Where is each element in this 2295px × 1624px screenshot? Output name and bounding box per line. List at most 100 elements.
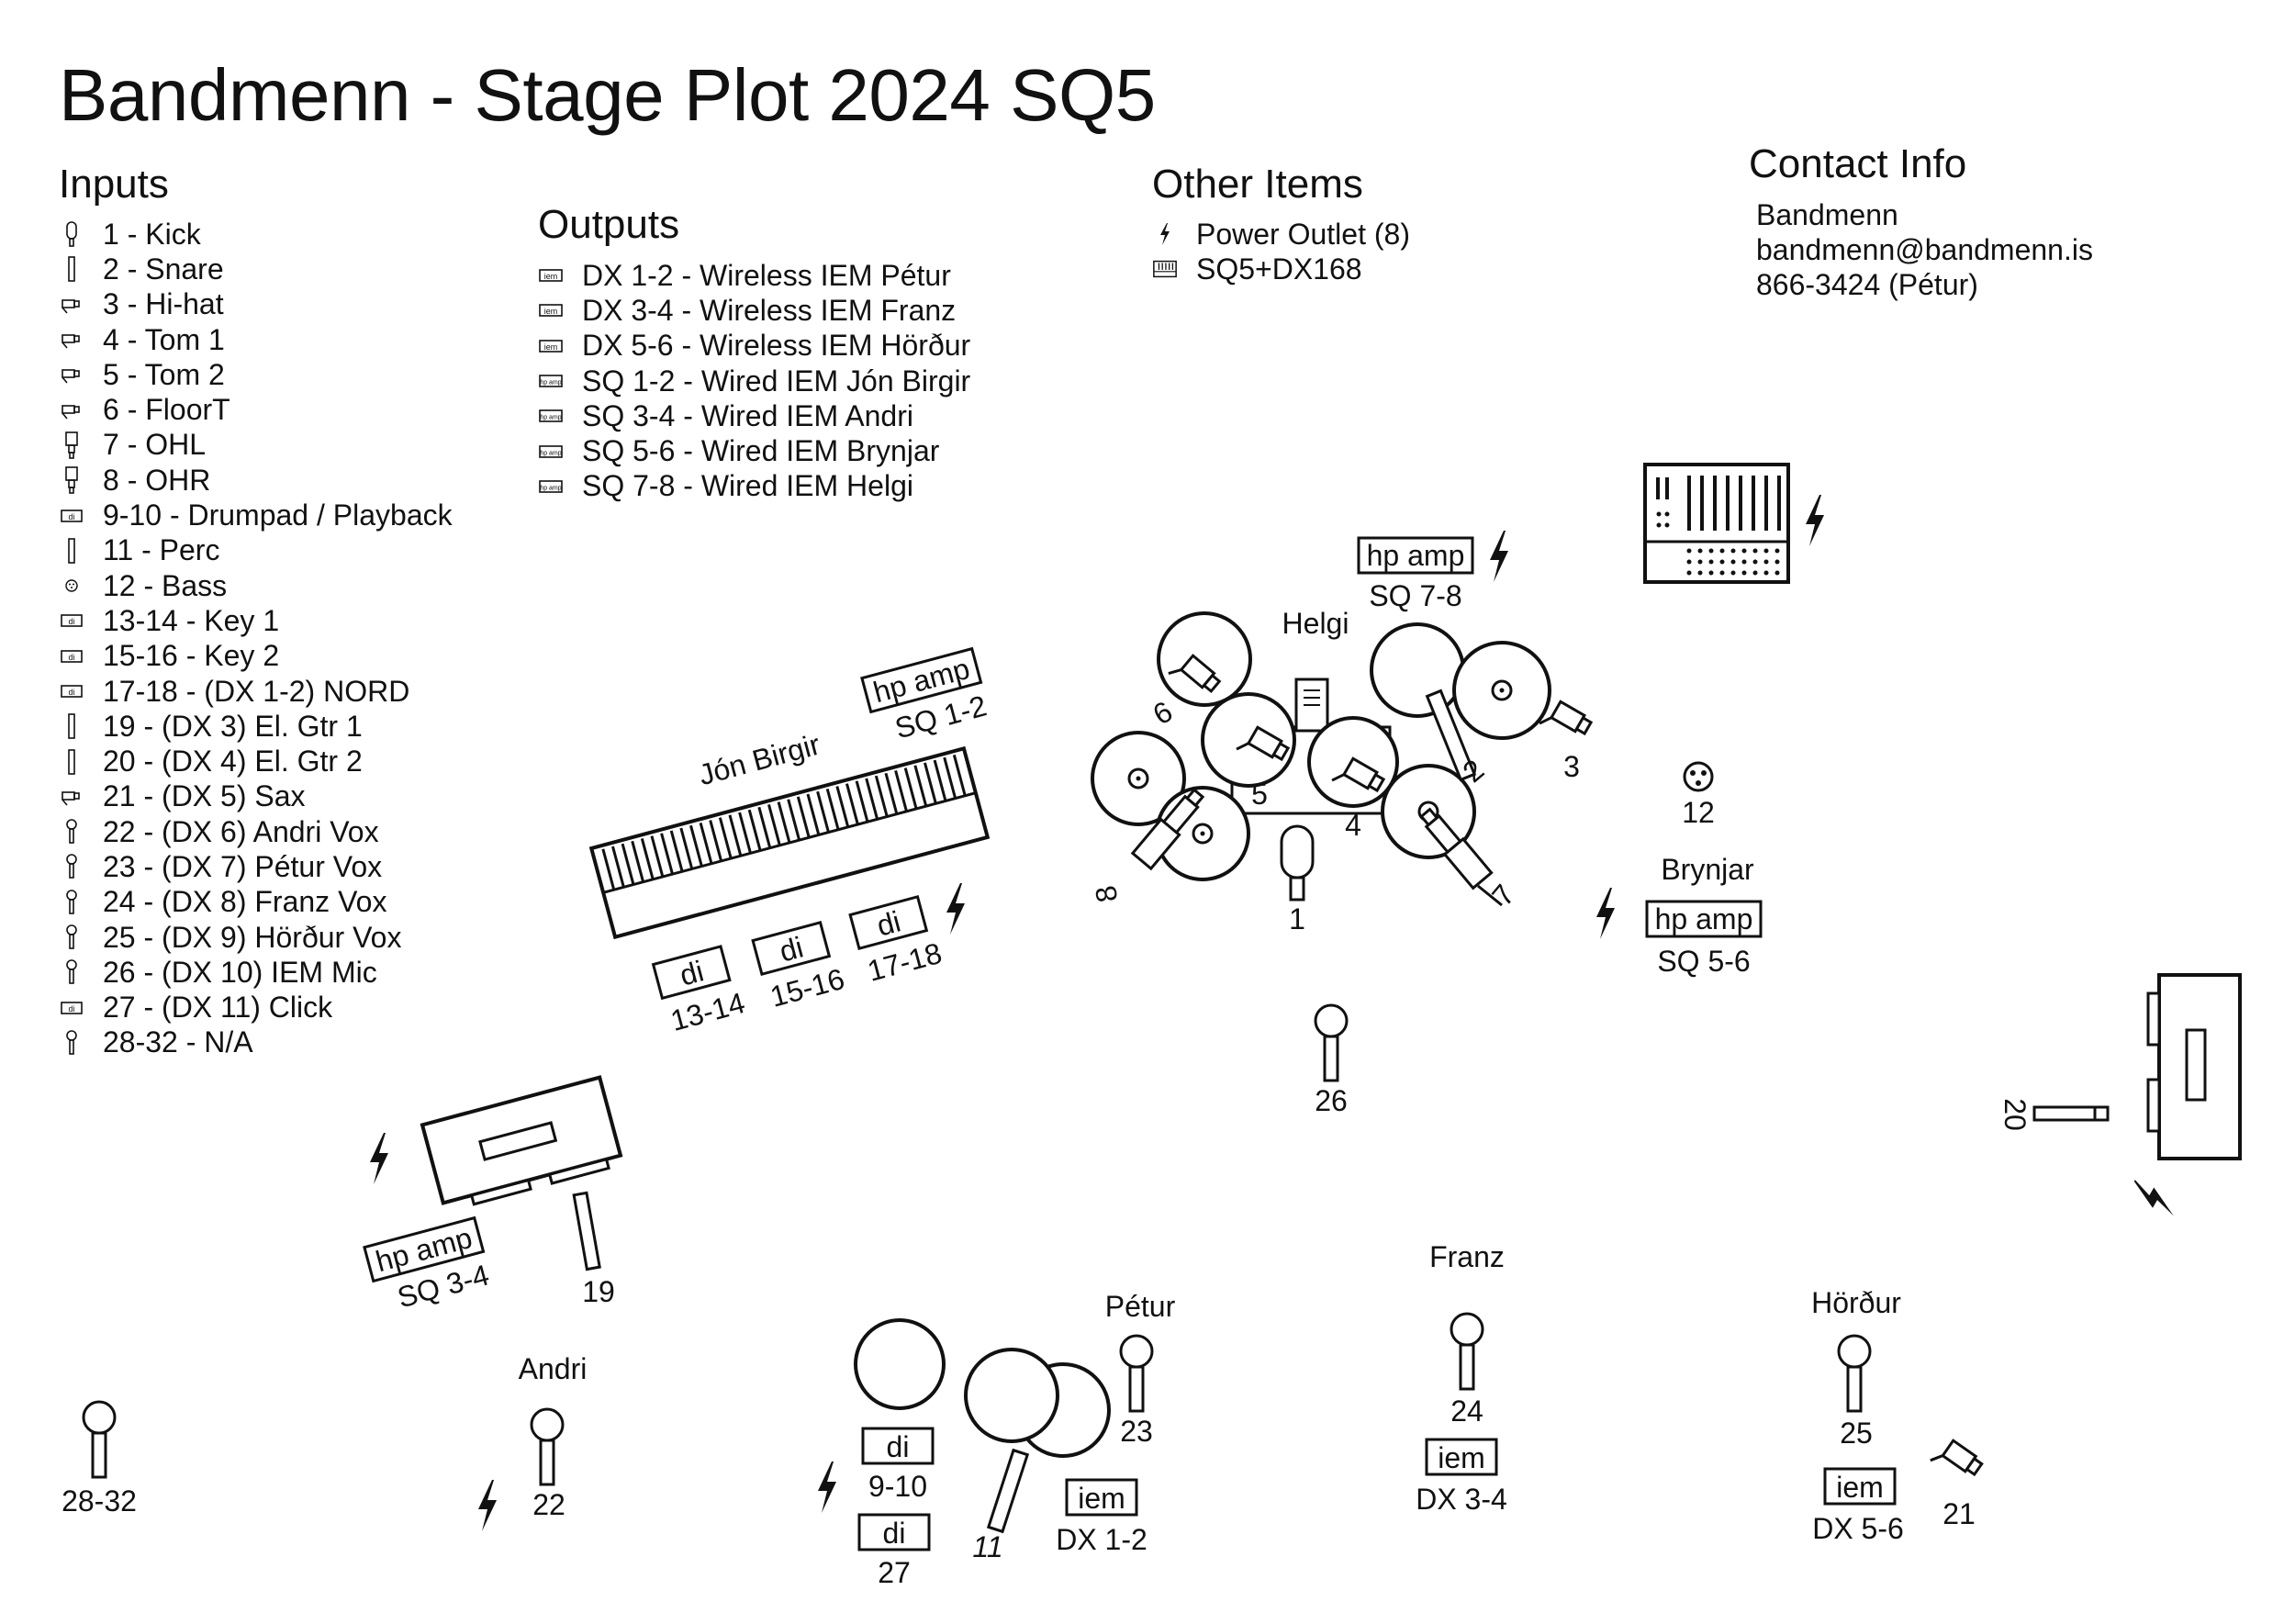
- svg-text:hp amp: hp amp: [1367, 539, 1465, 572]
- dynamic-mic-icon: [59, 254, 84, 284]
- keyboard-key: [738, 812, 752, 854]
- svg-text:di: di: [68, 617, 74, 626]
- input-item: 8 - OHR: [59, 463, 453, 498]
- input-item: 28-32 - N/A: [59, 1025, 453, 1060]
- mixer-console: [1643, 463, 1790, 584]
- input-item: 26 - (DX 10) IEM Mic: [59, 955, 453, 990]
- person-jon-birgir: Jón Birgir: [695, 727, 823, 791]
- inputs-heading: Inputs: [59, 162, 169, 207]
- keyboard-key: [913, 765, 928, 807]
- input-item: di 13-14 - Key 1: [59, 603, 453, 638]
- label-dx12: DX 1-2: [1056, 1523, 1148, 1556]
- condenser-mic-icon: [59, 431, 84, 460]
- keyboard-key: [699, 822, 713, 865]
- iem-franz: iem DX 3-4: [1416, 1438, 1507, 1516]
- person-petur: Pétur: [1105, 1290, 1176, 1323]
- keyboard-key: [952, 754, 967, 797]
- input-item-label: 13-14 - Key 1: [103, 603, 280, 637]
- input-item-label: 2 - Snare: [103, 252, 224, 286]
- input-item: 2 - Snare: [59, 252, 453, 286]
- keyboard-key: [709, 820, 723, 862]
- power-outlet-icon: [2127, 1177, 2181, 1219]
- label-9-10: 9-10: [868, 1470, 927, 1503]
- keyboard-key: [894, 770, 908, 812]
- percussion-petur: 11 di 9-10 di 27 iem DX 1-2: [854, 1318, 1148, 1589]
- di-box-icon: di: [59, 993, 84, 1023]
- dynamic-mic-icon: [59, 711, 84, 741]
- label-23: 23: [1120, 1415, 1153, 1448]
- clip-mic-icon: [59, 325, 84, 354]
- output-item-label: SQ 3-4 - Wired IEM Andri: [582, 398, 913, 432]
- iem-icon: iem: [538, 261, 564, 290]
- input-item-label: 17-18 - (DX 1-2) NORD: [103, 674, 410, 708]
- di-13-14: di 13-14: [651, 945, 748, 1037]
- keyboard-key: [835, 786, 850, 828]
- input-item-label: 4 - Tom 1: [103, 322, 225, 356]
- input-item: di 15-16 - Key 2: [59, 639, 453, 674]
- vocal-mic-icon: [59, 923, 84, 952]
- input-item-label: 23 - (DX 7) Pétur Vox: [103, 849, 383, 883]
- vocal-mic-icon: [82, 1400, 117, 1479]
- di-box-icon: di: [59, 677, 84, 706]
- input-item-label: 7 - OHL: [103, 428, 207, 462]
- keyboard-key: [718, 817, 733, 859]
- output-item: hp amp SQ 3-4 - Wired IEM Andri: [538, 398, 970, 433]
- input-item: 3 - Hi-hat: [59, 287, 453, 322]
- person-andri: Andri: [519, 1352, 588, 1385]
- condenser-mic-icon: [59, 465, 84, 495]
- person-helgi: Helgi: [1282, 607, 1349, 640]
- svg-text:hp amp: hp amp: [540, 415, 561, 421]
- iem-icon: iem: [538, 296, 564, 325]
- iem-icon: iem: [538, 331, 564, 361]
- contact-name: Bandmenn: [1756, 198, 1898, 231]
- label-28-32: 28-32: [62, 1484, 137, 1518]
- svg-text:di: di: [68, 1004, 74, 1014]
- power-outlet-icon: [946, 883, 965, 935]
- hp-amp-icon: hp amp: [538, 401, 564, 431]
- di-box-icon: di: [59, 642, 84, 671]
- vocal-mic-icon: [59, 888, 84, 917]
- input-item-label: 1 - Kick: [103, 217, 201, 251]
- label-22: 22: [532, 1488, 565, 1521]
- output-item-label: DX 1-2 - Wireless IEM Pétur: [582, 258, 951, 292]
- other-items-heading: Other Items: [1152, 162, 1363, 207]
- svg-text:di: di: [68, 688, 74, 697]
- keyboard-key: [669, 830, 684, 872]
- di-box-icon: di: [59, 606, 84, 635]
- label-dx56: DX 5-6: [1812, 1512, 1904, 1545]
- input-item-label: 15-16 - Key 2: [103, 639, 280, 673]
- dynamic-mic-icon: [59, 747, 84, 777]
- keyboard-key: [903, 767, 918, 810]
- keyboard-key: [855, 780, 869, 823]
- label-25: 25: [1840, 1417, 1873, 1450]
- person-franz: Franz: [1429, 1240, 1505, 1273]
- other-item-label: Power Outlet (8): [1196, 217, 1410, 251]
- keyboard-key: [933, 759, 947, 801]
- svg-text:hp amp: hp amp: [540, 450, 561, 456]
- vocal-mic-icon: [59, 958, 84, 987]
- clip-mic-icon: [59, 396, 84, 425]
- person-hordur: Hörður: [1811, 1286, 1901, 1319]
- input-item-label: 6 - FloorT: [103, 393, 230, 427]
- vocal-mic-icon: [1837, 1334, 1872, 1413]
- dynamic-mic-icon: [59, 536, 84, 566]
- vocal-mic-icon: [1119, 1334, 1154, 1413]
- input-item: 22 - (DX 6) Andri Vox: [59, 814, 453, 849]
- other-item: Power Outlet (8): [1152, 217, 1410, 252]
- keyboard-key: [679, 827, 694, 869]
- bass-xlr: 12: [1682, 761, 1715, 829]
- svg-text:iem: iem: [1078, 1482, 1125, 1515]
- power-outlet-icon: [1490, 531, 1508, 582]
- xlr-icon: [59, 571, 84, 600]
- clip-mic-icon: [59, 290, 84, 319]
- label-20: 20: [1998, 1098, 2032, 1131]
- label-24: 24: [1450, 1394, 1483, 1428]
- keyboard-key: [650, 835, 665, 878]
- keyboard-key: [884, 772, 899, 815]
- hp-amp-icon: hp amp: [538, 437, 564, 466]
